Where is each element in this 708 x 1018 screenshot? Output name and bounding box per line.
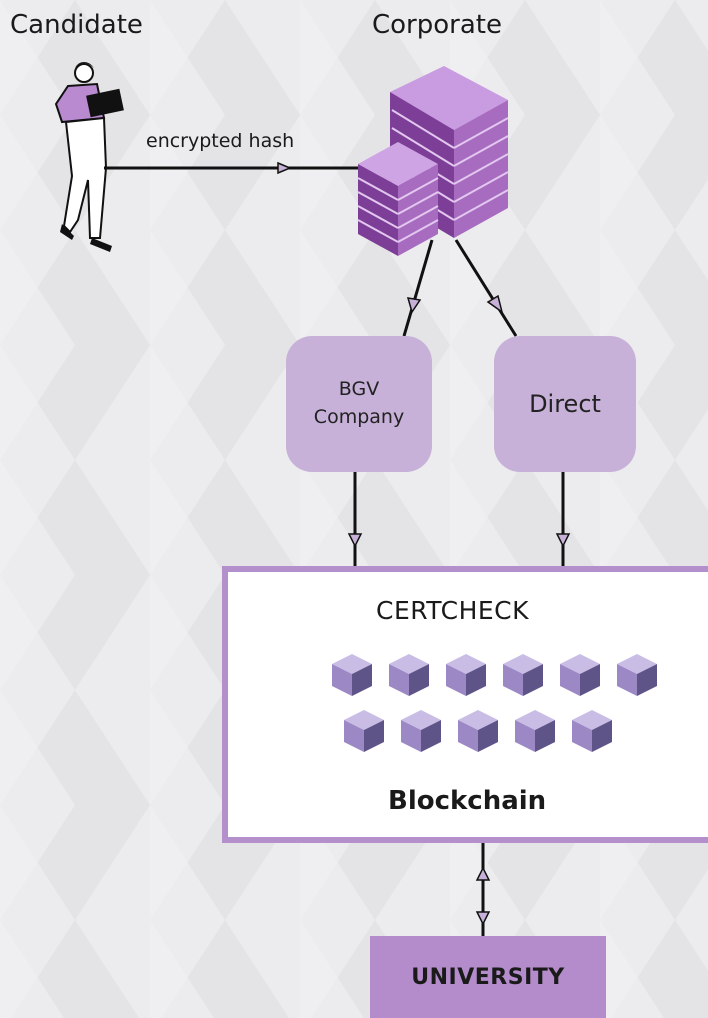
hash-arrow-head: [277, 161, 292, 175]
server-to-bgv-arrowhead: [406, 297, 422, 314]
cube-icon: [458, 710, 498, 752]
certcheck-title: CERTCHECK: [376, 596, 530, 625]
direct-to-certcheck-arrowhead: [555, 533, 571, 548]
university-node: UNIVERSITY: [370, 936, 606, 1018]
down-arrowhead: [475, 911, 491, 926]
cube-icon: [389, 654, 429, 696]
cube-icon: [572, 710, 612, 752]
cube-icon: [446, 654, 486, 696]
cube-icon: [617, 654, 657, 696]
corporate-label: Corporate: [372, 10, 502, 40]
encrypted-hash-label: encrypted hash: [146, 130, 295, 152]
server-stack-icon: [357, 66, 509, 256]
cube-icon: [560, 654, 600, 696]
candidate-label: Candidate: [10, 10, 143, 40]
cube-icon: [401, 710, 441, 752]
direct-node: Direct: [494, 336, 636, 472]
server-to-direct-line: [454, 239, 518, 337]
cube-icon: [332, 654, 372, 696]
blockchain-label: Blockchain: [388, 786, 547, 816]
cube-icon: [344, 710, 384, 752]
server-to-bgv-line: [402, 239, 434, 337]
up-arrowhead: [475, 866, 491, 881]
certcheck-box: CERTCHECK Blockchain: [222, 566, 708, 843]
bgv-to-certcheck-arrowhead: [347, 533, 363, 548]
cube-icon: [515, 710, 555, 752]
bgv-line1: BGV: [338, 378, 380, 401]
bgv-company-node: BGV Company: [286, 336, 432, 472]
person-with-laptop-icon: [54, 62, 124, 252]
server-to-direct-arrowhead: [486, 294, 504, 314]
cube-icon: [503, 654, 543, 696]
bgv-line2: Company: [313, 406, 405, 428]
blockchain-cubes: [332, 654, 657, 752]
